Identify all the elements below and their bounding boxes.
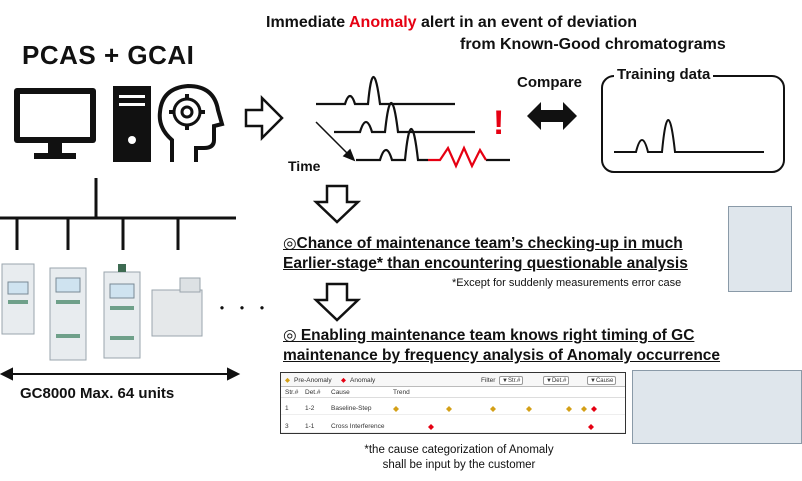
cell-cause: Cross Interference	[331, 423, 385, 430]
header-cause: Cause	[331, 389, 350, 396]
alert-heading-line2: from Known-Good chromatograms	[460, 36, 726, 53]
ai-head-gear-icon	[157, 83, 225, 162]
legend-pre-anomaly: Pre-Anomaly	[294, 377, 332, 384]
statement2-line1: ◎ Enabling maintenance team knows right …	[283, 327, 695, 344]
table-row[interactable]: 3 1-1 Cross Interference	[281, 421, 625, 433]
flow-arrow-right	[244, 94, 284, 142]
time-arrow	[315, 121, 356, 162]
filter-cause-button[interactable]: ▼Cause	[587, 376, 617, 385]
cell-cause: Baseline-Step	[331, 405, 372, 412]
filter-icon: ▼	[546, 378, 552, 384]
units-label: GC8000 Max. 64 units	[20, 385, 175, 402]
gc8000-analyzer-1	[1, 263, 35, 335]
training-chromatogram	[614, 119, 764, 153]
statement1-line2: Earlier-stage* than encountering questio…	[283, 255, 688, 272]
header-trend: Trend	[393, 389, 410, 396]
pc-tower-icon	[113, 86, 151, 162]
alert-heading-line1: Immediate Anomaly alert in an event of d…	[266, 14, 637, 32]
cell-det: 1-1	[305, 423, 315, 430]
pre-anomaly-diamond-icon: ◆	[285, 377, 290, 384]
alert-suffix: alert in an event of deviation	[416, 14, 638, 31]
cell-det: 1-2	[305, 405, 315, 412]
header-str: Str.#	[285, 389, 299, 396]
gc8000-analyzer-3	[103, 264, 141, 359]
legend-anomaly: Anomaly	[350, 377, 376, 384]
anomaly-diamond-icon: ◆	[341, 377, 346, 384]
header-det: Det.#	[305, 389, 321, 396]
footnote-line2: shall be input by the customer	[382, 459, 536, 471]
footnote-line1: *the cause categorization of Anomaly	[364, 444, 554, 456]
statement1-note: *Except for suddenly measurements error …	[452, 277, 682, 289]
time-label: Time	[288, 158, 321, 174]
table-header-row: Str.# Det.# Cause Trend	[281, 388, 625, 398]
statement1-line1: ◎Chance of maintenance team’s checking-u…	[283, 235, 683, 252]
network-lines	[0, 178, 236, 250]
filter-icon: ▼	[590, 378, 596, 384]
flow-arrow-down-1	[312, 184, 362, 224]
trend-row1-markers	[393, 406, 597, 412]
anomaly-highlight: Anomaly	[349, 14, 417, 31]
flow-arrow-down-2	[312, 282, 362, 322]
gc8000-analyzer-4	[151, 277, 203, 337]
footnote: *the cause categorization of Anomaly sha…	[339, 443, 579, 473]
cell-str: 3	[285, 423, 289, 430]
training-data-box	[601, 75, 785, 173]
anomaly-zigzag	[428, 145, 487, 169]
statement2-line2: maintenance by frequency analysis of Ano…	[283, 347, 721, 364]
engineer-illustration-1	[728, 206, 792, 292]
page-title: PCAS + GCAI	[22, 40, 195, 70]
filter-det-button[interactable]: ▼Det.#	[543, 376, 570, 385]
table-row[interactable]: 1 1-2 Baseline-Step	[281, 403, 625, 415]
cell-str: 1	[285, 405, 289, 412]
trend-row2-markers	[428, 424, 594, 430]
anomaly-exclamation-icon: !	[493, 104, 505, 142]
monitor-icon	[14, 88, 96, 159]
gear-teeth	[169, 94, 205, 130]
compare-double-arrow	[527, 102, 577, 130]
compare-label: Compare	[517, 74, 583, 91]
gc8000-analyzer-2	[49, 267, 87, 361]
trend-markers	[393, 406, 597, 430]
filter-str-button[interactable]: ▼Str.#	[499, 376, 524, 385]
table-toolbar: ◆ Pre-Anomaly ◆ Anomaly Filter ▼Str.# ▼D…	[281, 373, 625, 387]
engineer-group-illustration	[632, 370, 802, 444]
more-units-ellipsis: ・・・	[214, 301, 275, 318]
range-double-arrow	[0, 367, 241, 381]
filter-icon: ▼	[502, 378, 508, 384]
alert-prefix: Immediate	[266, 14, 349, 31]
training-data-label: Training data	[614, 66, 714, 83]
filter-label: Filter	[481, 377, 496, 384]
anomaly-table: ◆ Pre-Anomaly ◆ Anomaly Filter ▼Str.# ▼D…	[280, 372, 626, 434]
chromatogram-traces	[316, 76, 510, 162]
